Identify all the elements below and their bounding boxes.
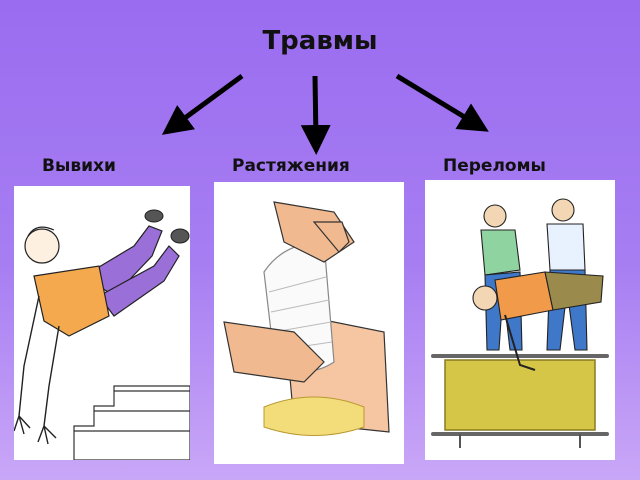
person-torso [33, 265, 110, 337]
category-label-dislocations: Вывихи [42, 156, 116, 176]
diagram-title: Травмы [262, 26, 378, 56]
stretcher [431, 354, 609, 448]
person-legs [82, 225, 180, 317]
category-label-sprains: Растяжения [232, 156, 350, 176]
person-head [24, 226, 60, 264]
person-arms [14, 295, 60, 445]
fracture-illustration [425, 180, 615, 460]
arrow-right [395, 73, 489, 132]
foot-support [263, 396, 365, 436]
hands [223, 201, 355, 383]
category-label-fractures: Переломы [443, 156, 546, 176]
arrow-left [161, 73, 244, 135]
injured-person [472, 271, 604, 371]
arrow-center [300, 75, 331, 155]
shoes [144, 209, 190, 244]
stairs [73, 385, 190, 460]
sprain-illustration [214, 182, 404, 464]
dislocation-illustration [14, 186, 190, 460]
